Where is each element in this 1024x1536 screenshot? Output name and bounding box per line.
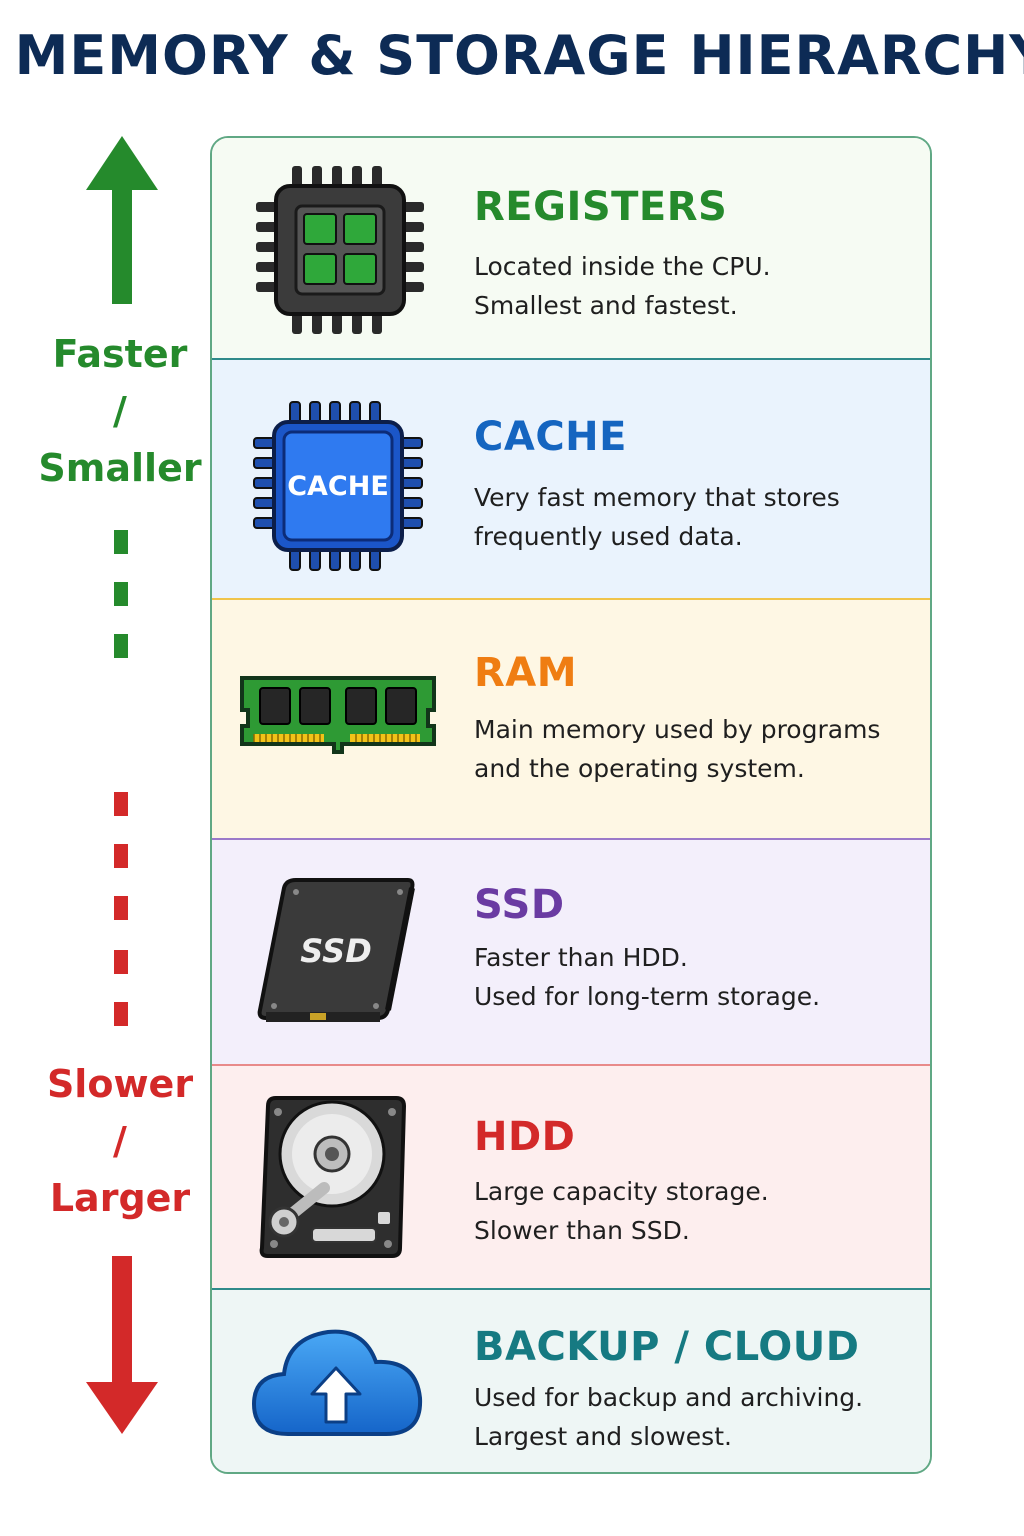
ram-module-icon	[240, 676, 436, 754]
tier-title: CACHE	[474, 414, 627, 460]
up-arrow-icon	[86, 136, 158, 304]
dashed-line-red	[114, 792, 128, 1026]
tier-description: Large capacity storage. Slower than SSD.	[474, 1172, 769, 1250]
cpu-chip-icon	[256, 166, 424, 334]
larger-text: Larger	[49, 1176, 191, 1220]
tier-description: Used for backup and archiving. Largest a…	[474, 1378, 863, 1456]
tier-title: RAM	[474, 650, 578, 696]
description-line: frequently used data.	[474, 522, 743, 551]
down-arrow-icon	[86, 1256, 158, 1434]
cache-chip-icon: CACHE	[253, 401, 423, 571]
tier-ram: RAM Main memory used by programs and the…	[212, 598, 930, 838]
hierarchy-panel: REGISTERS Located inside the CPU. Smalle…	[210, 136, 932, 1474]
description-line: Largest and slowest.	[474, 1422, 732, 1451]
speed-size-axis: Faster / Smaller Slower / Larger	[0, 0, 240, 1536]
ssd-drive-icon: SSD	[257, 878, 415, 1022]
tier-description: Very fast memory that stores frequently …	[474, 478, 840, 556]
description-line: Faster than HDD.	[474, 943, 688, 972]
description-line: Smallest and fastest.	[474, 291, 738, 320]
dashed-line-green	[114, 530, 128, 658]
tier-title: SSD	[474, 882, 565, 928]
description-line: Very fast memory that stores	[474, 483, 840, 512]
tier-ssd: SSD SSD Faster than HDD. Used for long-t…	[212, 838, 930, 1064]
hard-disk-icon	[259, 1096, 407, 1258]
slash-text: /	[113, 389, 127, 433]
tier-description: Located inside the CPU. Smallest and fas…	[474, 247, 771, 325]
ssd-label: SSD	[300, 932, 372, 970]
tier-registers: REGISTERS Located inside the CPU. Smalle…	[212, 138, 930, 358]
tier-title: HDD	[474, 1114, 576, 1160]
tier-title: REGISTERS	[474, 184, 728, 230]
description-line: and the operating system.	[474, 754, 805, 783]
faster-smaller-label: Faster / Smaller	[0, 326, 240, 497]
tier-cache: CACHE CACHE Very fast memory that stores…	[212, 358, 930, 598]
slash-text: /	[113, 1119, 127, 1163]
smaller-text: Smaller	[38, 446, 202, 490]
description-line: Used for backup and archiving.	[474, 1383, 864, 1412]
axis-graphics	[86, 136, 158, 1434]
tier-description: Main memory used by programs and the ope…	[474, 710, 880, 788]
tier-description: Faster than HDD. Used for long-term stor…	[474, 938, 820, 1016]
description-line: Located inside the CPU.	[474, 252, 771, 281]
description-line: Slower than SSD.	[474, 1216, 690, 1245]
cache-chip-label: CACHE	[287, 471, 389, 502]
description-line: Main memory used by programs	[474, 715, 881, 744]
faster-text: Faster	[52, 332, 188, 376]
description-line: Large capacity storage.	[474, 1177, 769, 1206]
tier-backup-cloud: BACKUP / CLOUD Used for backup and archi…	[212, 1288, 930, 1472]
description-line: Used for long-term storage.	[474, 982, 821, 1011]
tier-hdd: HDD Large capacity storage. Slower than …	[212, 1064, 930, 1288]
slower-larger-label: Slower / Larger	[0, 1056, 240, 1227]
cloud-upload-icon	[251, 1329, 423, 1436]
page-title: MEMORY & STORAGE HIERARCHY	[14, 24, 1024, 87]
slower-text: Slower	[46, 1062, 194, 1106]
tier-title: BACKUP / CLOUD	[474, 1324, 860, 1370]
